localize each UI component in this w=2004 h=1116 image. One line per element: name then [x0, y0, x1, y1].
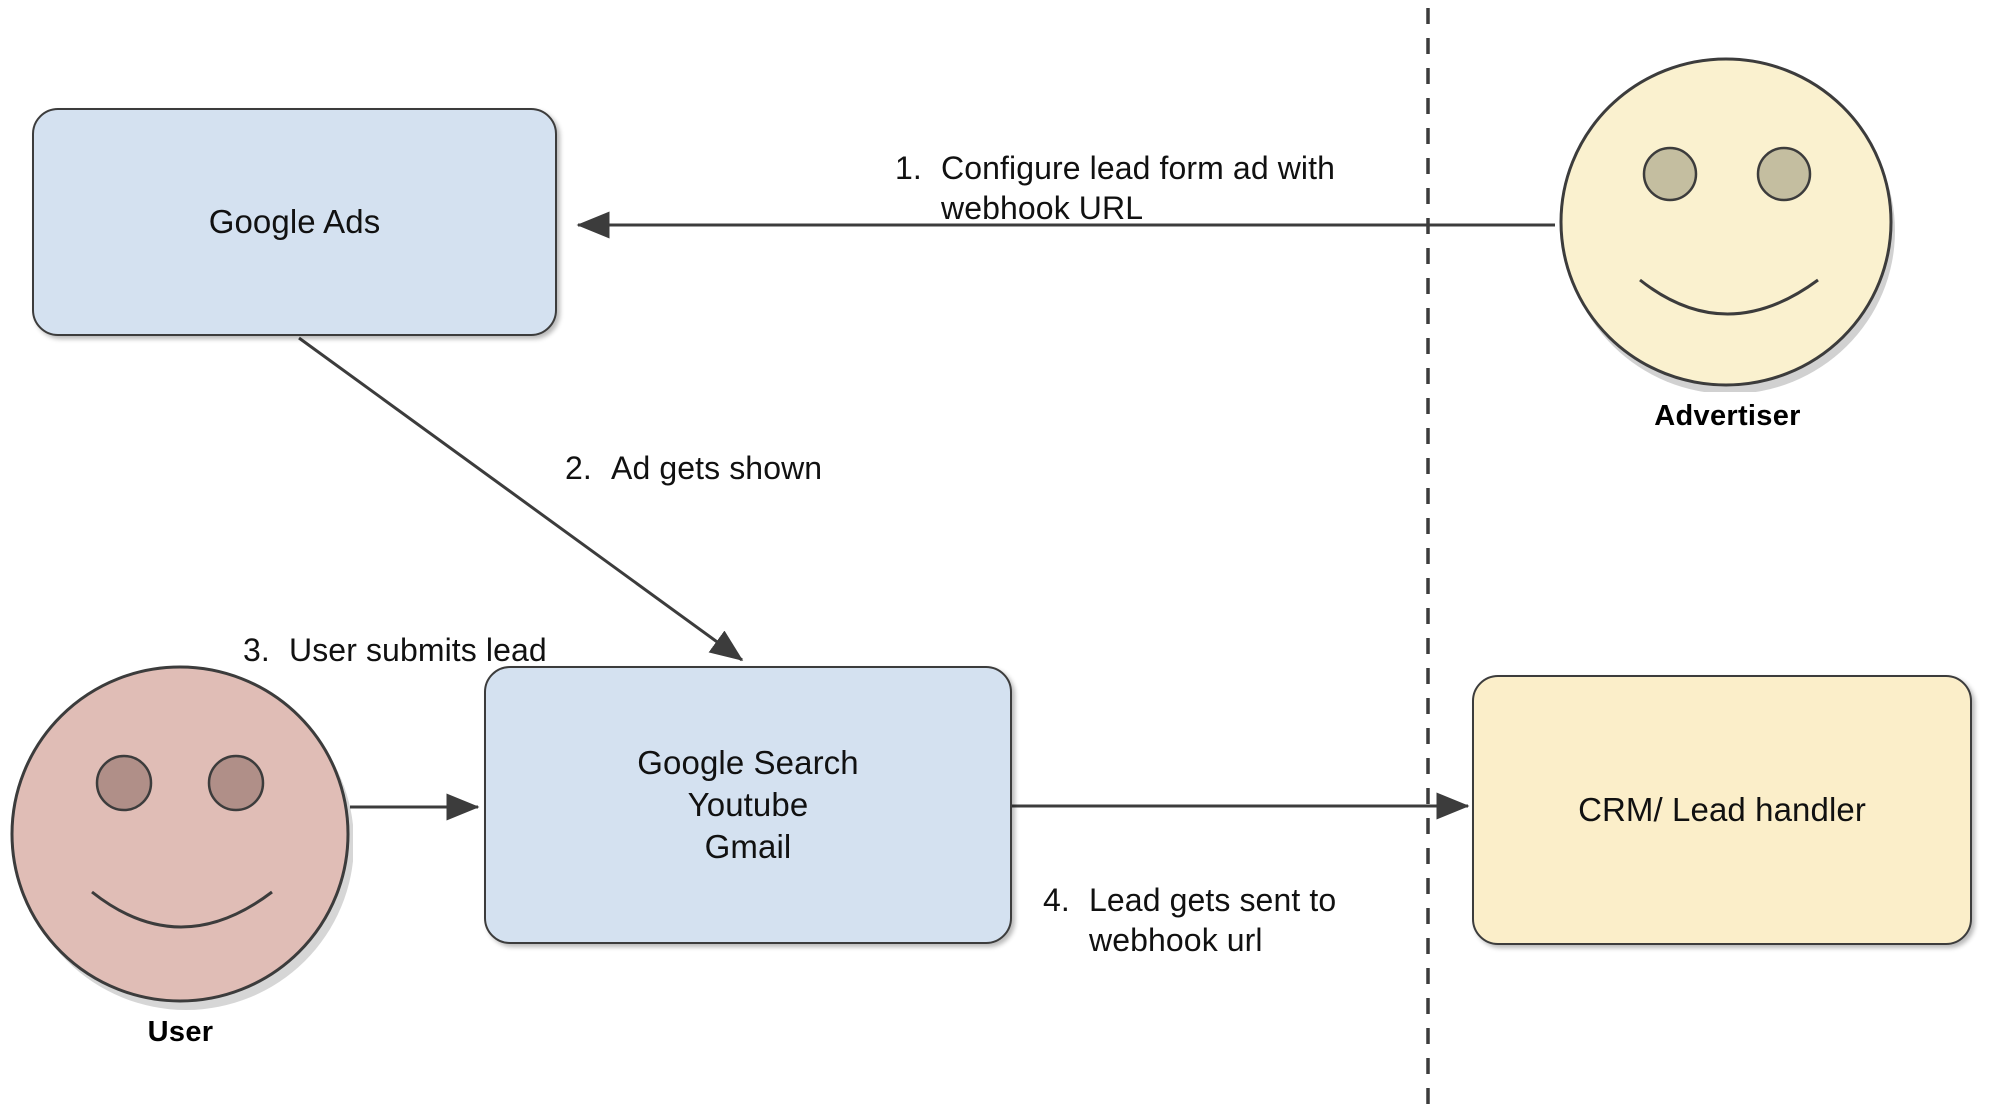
edge-label-4-number: 4.	[1043, 882, 1070, 918]
edge-label-2: 2. Ad gets shown	[565, 408, 925, 488]
actor-advertiser-label: Advertiser	[1654, 400, 1801, 432]
edge-label-2-number: 2.	[565, 450, 592, 486]
edge-label-3-text: User submits lead	[289, 632, 547, 668]
node-google-ads-label: Google Ads	[208, 202, 381, 240]
node-crm-lead-handler[interactable]: CRM/ Lead handler	[1472, 675, 1972, 945]
node-google-properties[interactable]: Google Search Youtube Gmail	[484, 666, 1012, 944]
actor-advertiser[interactable]: Advertiser	[1556, 52, 1899, 447]
edge-label-3-number: 3.	[243, 632, 270, 668]
node-google-ads[interactable]: Google Ads	[32, 108, 557, 336]
edge-label-3: 3. User submits lead	[243, 590, 623, 670]
edge-label-4-text: Lead gets sent to webhook url	[1089, 882, 1337, 958]
node-google-properties-label: Google Search Youtube Gmail	[637, 743, 859, 866]
advertiser-smiley-icon	[1559, 57, 1895, 392]
actor-user[interactable]: User	[8, 660, 353, 1065]
node-crm-lead-handler-label: CRM/ Lead handler	[1578, 790, 1866, 828]
edge-label-1-number: 1.	[895, 150, 922, 186]
edge-label-2-text: Ad gets shown	[611, 450, 823, 486]
actor-user-label: User	[147, 1016, 214, 1048]
edge-label-1-text: Configure lead form ad with webhook URL	[941, 150, 1336, 226]
edge-label-1: 1. Configure lead form ad with webhook UR…	[895, 108, 1415, 228]
edge-label-4: 4. Lead gets sent to webhook url	[1043, 840, 1443, 960]
user-smiley-icon	[10, 665, 353, 1010]
